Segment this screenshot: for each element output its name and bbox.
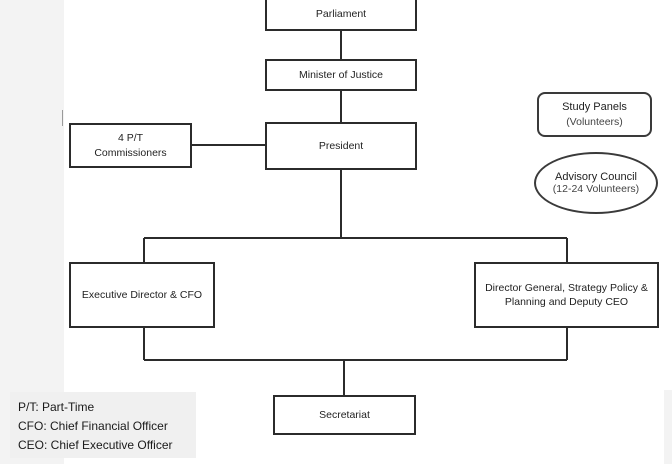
director-general-label-line2: Planning and Deputy CEO xyxy=(504,296,629,308)
minister-label: Minister of Justice xyxy=(298,68,384,81)
commissioners-label-line1: 4 P/T xyxy=(117,132,144,145)
study-panels-title: Study Panels xyxy=(562,100,627,113)
left-margin xyxy=(0,0,64,464)
director-general-box: Director General, Strategy Policy & Plan… xyxy=(474,262,659,328)
study-panels-subtitle: (Volunteers) xyxy=(566,115,623,128)
margin-tick xyxy=(62,110,63,126)
secretariat-box: Secretariat xyxy=(273,395,416,435)
abbreviation-legend: P/T: Part-Time CFO: Chief Financial Offi… xyxy=(10,392,196,458)
parliament-label: Parliament xyxy=(315,8,367,21)
director-general-label-line1: Director General, Strategy Policy & xyxy=(485,281,648,294)
minister-box: Minister of Justice xyxy=(265,59,417,91)
advisory-council-subtitle: (12-24 Volunteers) xyxy=(552,183,640,195)
commissioners-label-line2: Commissioners xyxy=(94,146,167,159)
executive-director-box: Executive Director & CFO xyxy=(69,262,215,328)
president-box: President xyxy=(265,122,417,170)
legend-item-ceo: CEO: Chief Executive Officer xyxy=(18,438,173,452)
commissioners-box: 4 P/T Commissioners xyxy=(69,123,192,168)
legend-item-pt: P/T: Part-Time xyxy=(18,400,95,414)
executive-director-label: Executive Director & CFO xyxy=(81,288,203,301)
study-panels-box: Study Panels (Volunteers) xyxy=(537,92,652,137)
president-label: President xyxy=(318,139,364,152)
parliament-box: Parliament xyxy=(265,0,417,31)
advisory-council-title: Advisory Council xyxy=(555,171,637,183)
advisory-council-oval: Advisory Council (12-24 Volunteers) xyxy=(534,152,658,214)
legend-item-cfo: CFO: Chief Financial Officer xyxy=(18,419,168,433)
secretariat-label: Secretariat xyxy=(319,408,370,421)
